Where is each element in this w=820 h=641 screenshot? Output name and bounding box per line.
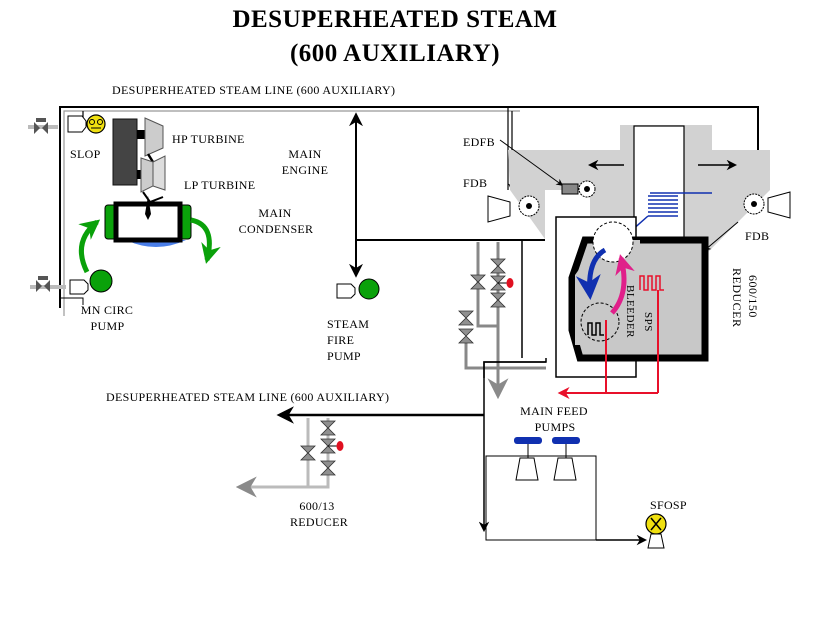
boiler [508, 125, 770, 378]
fdb-left-fan[interactable] [487, 195, 540, 223]
superheated-steam-lines [557, 290, 659, 399]
fdb-right-fan[interactable] [703, 191, 791, 251]
label-bleeder: BLEEDER [624, 285, 636, 338]
steam-fire-pump[interactable] [336, 278, 380, 300]
valve-cluster-600-150 [464, 240, 547, 400]
edfb-fan[interactable] [499, 139, 596, 198]
lp-turbine [140, 155, 166, 204]
gate-valve-icon[interactable] [490, 292, 506, 308]
main-feed-pump-2[interactable] [552, 437, 580, 481]
gate-valve-icon[interactable] [320, 460, 336, 476]
label-fdb-left: FDB [463, 176, 488, 190]
label-slop: SLOP [70, 147, 101, 161]
label-steam-fire-pump-1: STEAM [327, 317, 370, 331]
label-edfb: EDFB [463, 135, 495, 149]
label-reducer-600-150-2: REDUCER [730, 268, 744, 328]
label-fdb-right: FDB [745, 229, 770, 243]
label-reducer-600-13-1: 600/13 [299, 499, 335, 513]
label-steam-line-bottom: DESUPERHEATED STEAM LINE (600 AUXILIARY) [106, 390, 390, 404]
feed-water-lines [276, 361, 648, 546]
sfosp-pump[interactable] [645, 513, 667, 549]
valves-middle [458, 258, 514, 344]
reduction-gear [112, 118, 145, 186]
slop-pump[interactable] [67, 114, 106, 134]
valves-reducer-600-13 [300, 420, 344, 476]
label-steam-fire-pump-3: PUMP [327, 349, 361, 363]
gate-valve-icon[interactable] [300, 445, 316, 461]
main-feed-pump-1[interactable] [514, 437, 542, 481]
label-lp-turbine: LP TURBINE [184, 178, 256, 192]
reducer-600-13 [235, 418, 330, 498]
gate-valve-icon[interactable] [458, 328, 474, 344]
mn-circ-pump[interactable] [60, 269, 113, 305]
circ-water-flow [78, 217, 221, 274]
handwheel-icon[interactable] [506, 278, 514, 288]
label-mn-circ-pump-2: PUMP [90, 319, 125, 333]
gate-valve-icon[interactable] [320, 420, 336, 436]
hp-turbine [144, 117, 164, 157]
title-line-2: (600 AUXILIARY) [289, 40, 501, 67]
label-main-feed-pumps-1: MAIN FEED [520, 404, 588, 418]
label-main-engine-1: MAIN [288, 147, 322, 161]
gate-valve-icon[interactable] [458, 310, 474, 326]
circ-valve-left[interactable] [30, 276, 66, 292]
label-sfosp: SFOSP [650, 498, 687, 512]
label-steam-line-top: DESUPERHEATED STEAM LINE (600 AUXILIARY) [112, 83, 396, 97]
label-steam-fire-pump-2: FIRE [327, 333, 355, 347]
label-mn-circ-pump-1: MN CIRC [80, 303, 134, 317]
label-main-engine-2: ENGINE [281, 163, 329, 177]
label-hp-turbine: HP TURBINE [172, 132, 245, 146]
title-line-1: DESUPERHEATED STEAM [232, 6, 558, 33]
label-sps: SPS [642, 312, 654, 332]
desuperheater-coil [587, 322, 604, 336]
label-main-condenser-1: MAIN [258, 206, 292, 220]
label-main-feed-pumps-2: PUMPS [534, 420, 576, 434]
label-main-condenser-2: CONDENSER [238, 222, 314, 236]
handwheel-icon[interactable] [336, 441, 344, 451]
main-condenser[interactable] [104, 196, 192, 247]
superheater-coil [639, 275, 664, 291]
slop-valve-left[interactable] [28, 118, 58, 134]
label-reducer-600-13-2: REDUCER [289, 515, 349, 529]
label-reducer-600-150-1: 600/150 [746, 275, 760, 318]
gate-valve-icon[interactable] [490, 258, 506, 274]
gate-valve-icon[interactable] [470, 274, 486, 290]
